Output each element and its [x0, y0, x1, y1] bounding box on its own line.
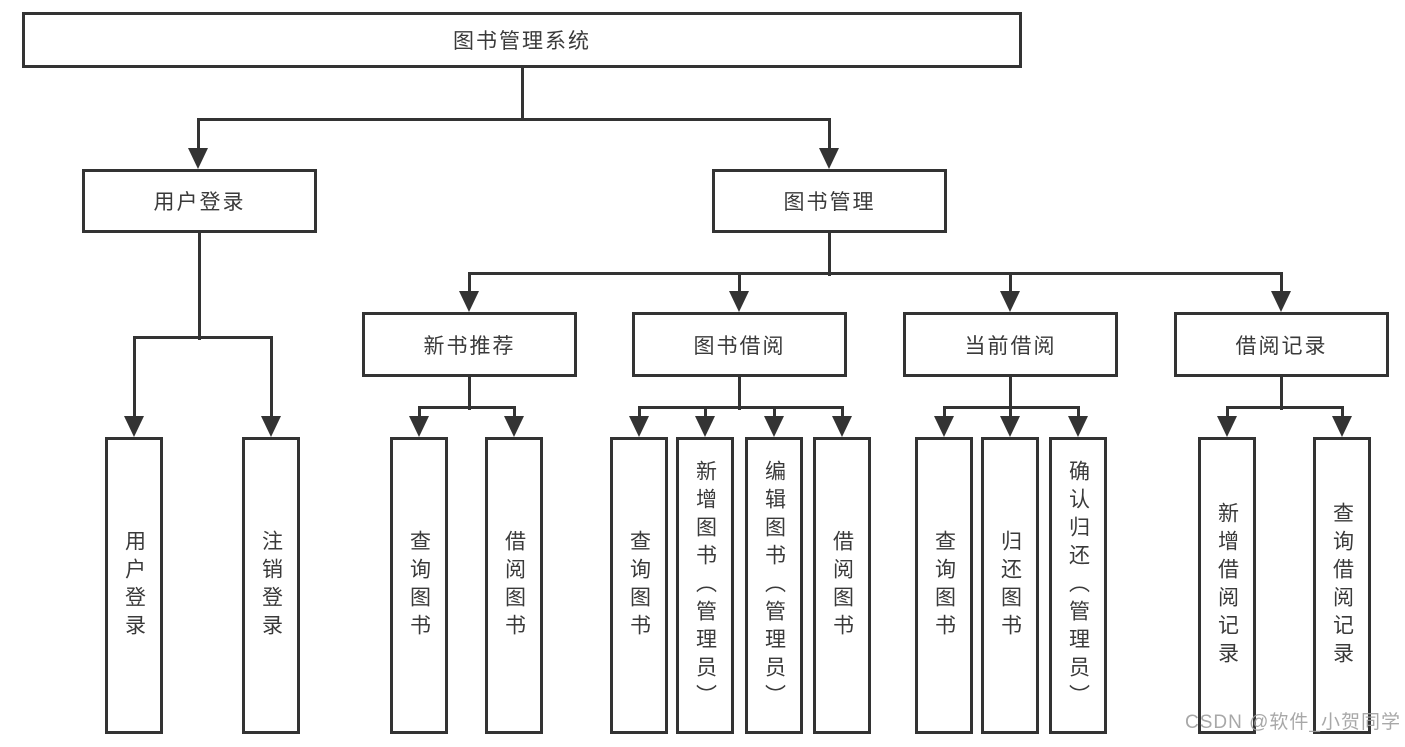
- leaf-query-books-borrow: 查询图书: [610, 437, 668, 734]
- arrowhead-down-icon: [459, 291, 479, 312]
- connector-line: [828, 119, 831, 156]
- leaf-add-book-admin-label: 新增图书（管理员）: [693, 459, 717, 712]
- arrowhead-down-icon: [124, 416, 144, 437]
- node-borrow-records: 借阅记录: [1174, 312, 1389, 377]
- node-root-label: 图书管理系统: [453, 30, 591, 53]
- leaf-logout-label: 注销登录: [259, 529, 283, 642]
- leaf-borrow-books-recommend: 借阅图书: [485, 437, 543, 734]
- leaf-add-book-admin: 新增图书（管理员）: [676, 437, 734, 734]
- connector-line: [738, 377, 741, 410]
- connector-line: [133, 337, 136, 425]
- leaf-borrow-books-recommend-label: 借阅图书: [502, 529, 526, 642]
- csdn-watermark: CSDN @软件_小贺同学: [1185, 712, 1401, 733]
- connector-line: [133, 336, 273, 339]
- arrowhead-down-icon: [764, 416, 784, 437]
- node-root: 图书管理系统: [22, 12, 1022, 68]
- leaf-return-books-label: 归还图书: [998, 529, 1022, 642]
- connector-line: [1280, 274, 1283, 300]
- connector-line: [197, 118, 831, 121]
- connector-line: [270, 337, 273, 425]
- leaf-query-borrow-record-label: 查询借阅记录: [1330, 501, 1354, 670]
- leaf-borrow-books-label: 借阅图书: [830, 529, 854, 642]
- connector-line: [198, 233, 201, 340]
- arrowhead-down-icon: [819, 148, 839, 169]
- leaf-query-books-current: 查询图书: [915, 437, 973, 734]
- connector-line: [418, 406, 516, 409]
- arrowhead-down-icon: [1332, 416, 1352, 437]
- connector-line: [638, 406, 844, 409]
- arrowhead-down-icon: [629, 416, 649, 437]
- node-borrow-records-label: 借阅记录: [1235, 334, 1328, 358]
- connector-line: [1009, 377, 1012, 410]
- node-user-login-label: 用户登录: [153, 191, 246, 214]
- arrowhead-down-icon: [1068, 416, 1088, 437]
- leaf-borrow-books: 借阅图书: [813, 437, 871, 734]
- connector-line: [521, 67, 524, 121]
- arrowhead-down-icon: [261, 416, 281, 437]
- arrowhead-down-icon: [695, 416, 715, 437]
- arrowhead-down-icon: [832, 416, 852, 437]
- leaf-return-books: 归还图书: [981, 437, 1039, 734]
- node-new-book-recommend-label: 新书推荐: [423, 334, 516, 358]
- node-user-login: 用户登录: [82, 169, 317, 233]
- arrowhead-down-icon: [188, 148, 208, 169]
- connector-line: [943, 406, 1080, 409]
- arrowhead-down-icon: [934, 416, 954, 437]
- leaf-add-borrow-record-label: 新增借阅记录: [1215, 501, 1239, 670]
- arrowhead-down-icon: [1000, 291, 1020, 312]
- node-book-management-label: 图书管理: [783, 191, 876, 214]
- leaf-user-login: 用户登录: [105, 437, 163, 734]
- connector-line: [468, 274, 471, 300]
- leaf-add-borrow-record: 新增借阅记录: [1198, 437, 1256, 734]
- arrowhead-down-icon: [1271, 291, 1291, 312]
- leaf-edit-book-admin-label: 编辑图书（管理员）: [762, 459, 786, 712]
- connector-line: [197, 119, 200, 156]
- connector-line: [1280, 377, 1283, 410]
- arrowhead-down-icon: [504, 416, 524, 437]
- arrowhead-down-icon: [1000, 416, 1020, 437]
- leaf-confirm-return-admin: 确认归还（管理员）: [1049, 437, 1107, 734]
- arrowhead-down-icon: [729, 291, 749, 312]
- arrowhead-down-icon: [1217, 416, 1237, 437]
- leaf-confirm-return-admin-label: 确认归还（管理员）: [1066, 459, 1090, 712]
- leaf-query-books-borrow-label: 查询图书: [627, 529, 651, 642]
- leaf-query-borrow-record: 查询借阅记录: [1313, 437, 1371, 734]
- leaf-edit-book-admin: 编辑图书（管理员）: [745, 437, 803, 734]
- node-book-borrow: 图书借阅: [632, 312, 847, 377]
- node-current-borrow: 当前借阅: [903, 312, 1118, 377]
- leaf-logout: 注销登录: [242, 437, 300, 734]
- arrowhead-down-icon: [409, 416, 429, 437]
- leaf-user-login-label: 用户登录: [122, 529, 146, 642]
- leaf-query-books-recommend: 查询图书: [390, 437, 448, 734]
- node-book-borrow-label: 图书借阅: [693, 334, 786, 358]
- connector-line: [1226, 406, 1344, 409]
- connector-line: [828, 233, 831, 276]
- node-current-borrow-label: 当前借阅: [964, 334, 1057, 358]
- node-book-management: 图书管理: [712, 169, 947, 233]
- leaf-query-books-recommend-label: 查询图书: [407, 529, 431, 642]
- connector-line: [738, 274, 741, 300]
- connector-line: [1009, 274, 1012, 300]
- connector-line: [468, 377, 471, 410]
- node-new-book-recommend: 新书推荐: [362, 312, 577, 377]
- connector-line: [468, 272, 1283, 275]
- leaf-query-books-current-label: 查询图书: [932, 529, 956, 642]
